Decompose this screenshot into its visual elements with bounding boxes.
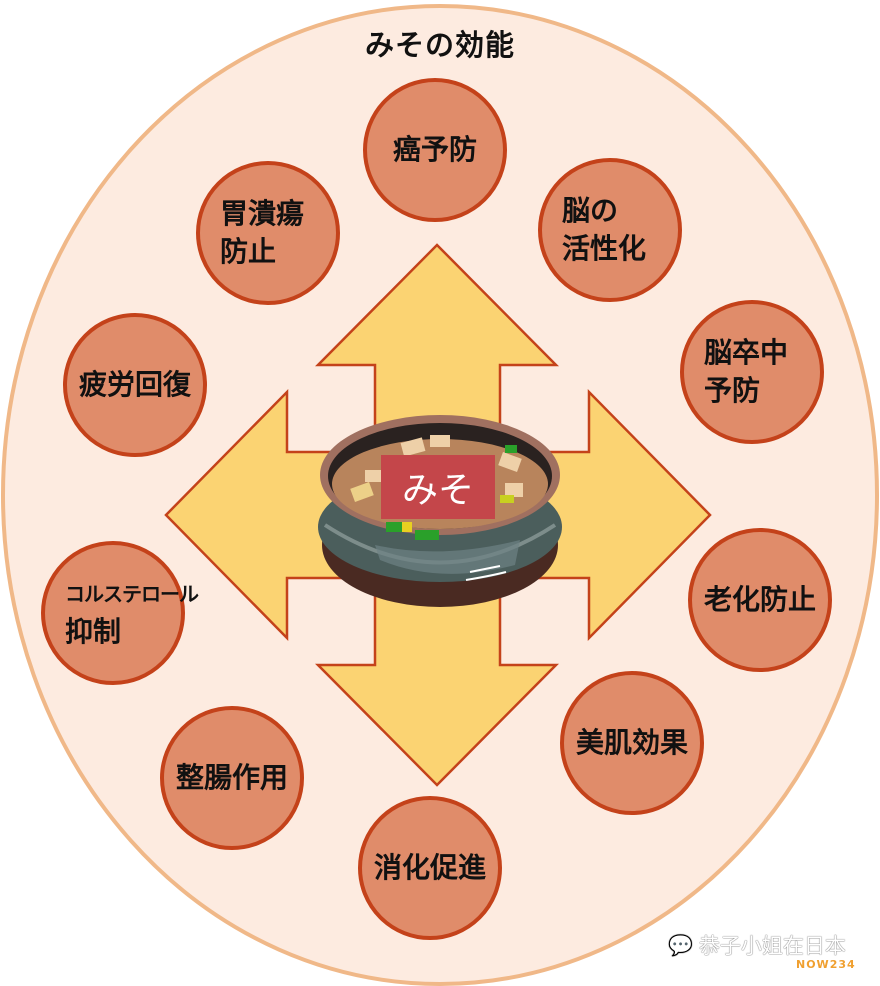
wechat-icon: 💬: [668, 933, 693, 957]
watermark: 💬 恭子小姐在日本 NOW234: [668, 930, 855, 971]
benefit-bubble: 消化促進: [358, 796, 502, 940]
diagram-title: みその効能: [364, 28, 515, 62]
benefit-label: 癌予防: [392, 133, 477, 166]
benefit-bubble: 脳の活性化: [538, 158, 682, 302]
benefit-label: 脳の: [562, 194, 619, 227]
benefit-bubble: 整腸作用: [160, 706, 304, 850]
benefit-label: 脳卒中: [704, 336, 789, 369]
benefit-bubble: コルステロール抑制: [41, 541, 199, 685]
benefit-bubble: 脳卒中予防: [680, 300, 824, 444]
watermark-logo: NOW234: [796, 958, 856, 971]
benefit-label: 予防: [704, 374, 761, 407]
benefit-bubble: 胃潰瘍防止: [196, 161, 340, 305]
miso-center-label: みそ: [381, 455, 495, 519]
benefit-label: 防止: [220, 235, 277, 268]
benefit-label: 抑制: [65, 615, 122, 648]
benefit-label: 美肌効果: [575, 726, 688, 759]
benefit-label: 活性化: [562, 232, 647, 265]
benefit-bubble: 美肌効果: [560, 671, 704, 815]
benefit-bubble: 癌予防: [363, 78, 507, 222]
benefit-label: 消化促進: [373, 851, 486, 884]
benefit-label: 胃潰瘍: [220, 197, 305, 230]
benefit-label: コルステロール: [65, 582, 199, 606]
benefit-bubble: 疲労回復: [63, 313, 207, 457]
watermark-text: 恭子小姐在日本: [698, 934, 846, 958]
benefit-label: 老化防止: [703, 583, 816, 616]
benefit-label: 整腸作用: [175, 761, 288, 794]
benefit-bubble: 老化防止: [688, 528, 832, 672]
benefit-label: 疲労回復: [78, 368, 191, 401]
